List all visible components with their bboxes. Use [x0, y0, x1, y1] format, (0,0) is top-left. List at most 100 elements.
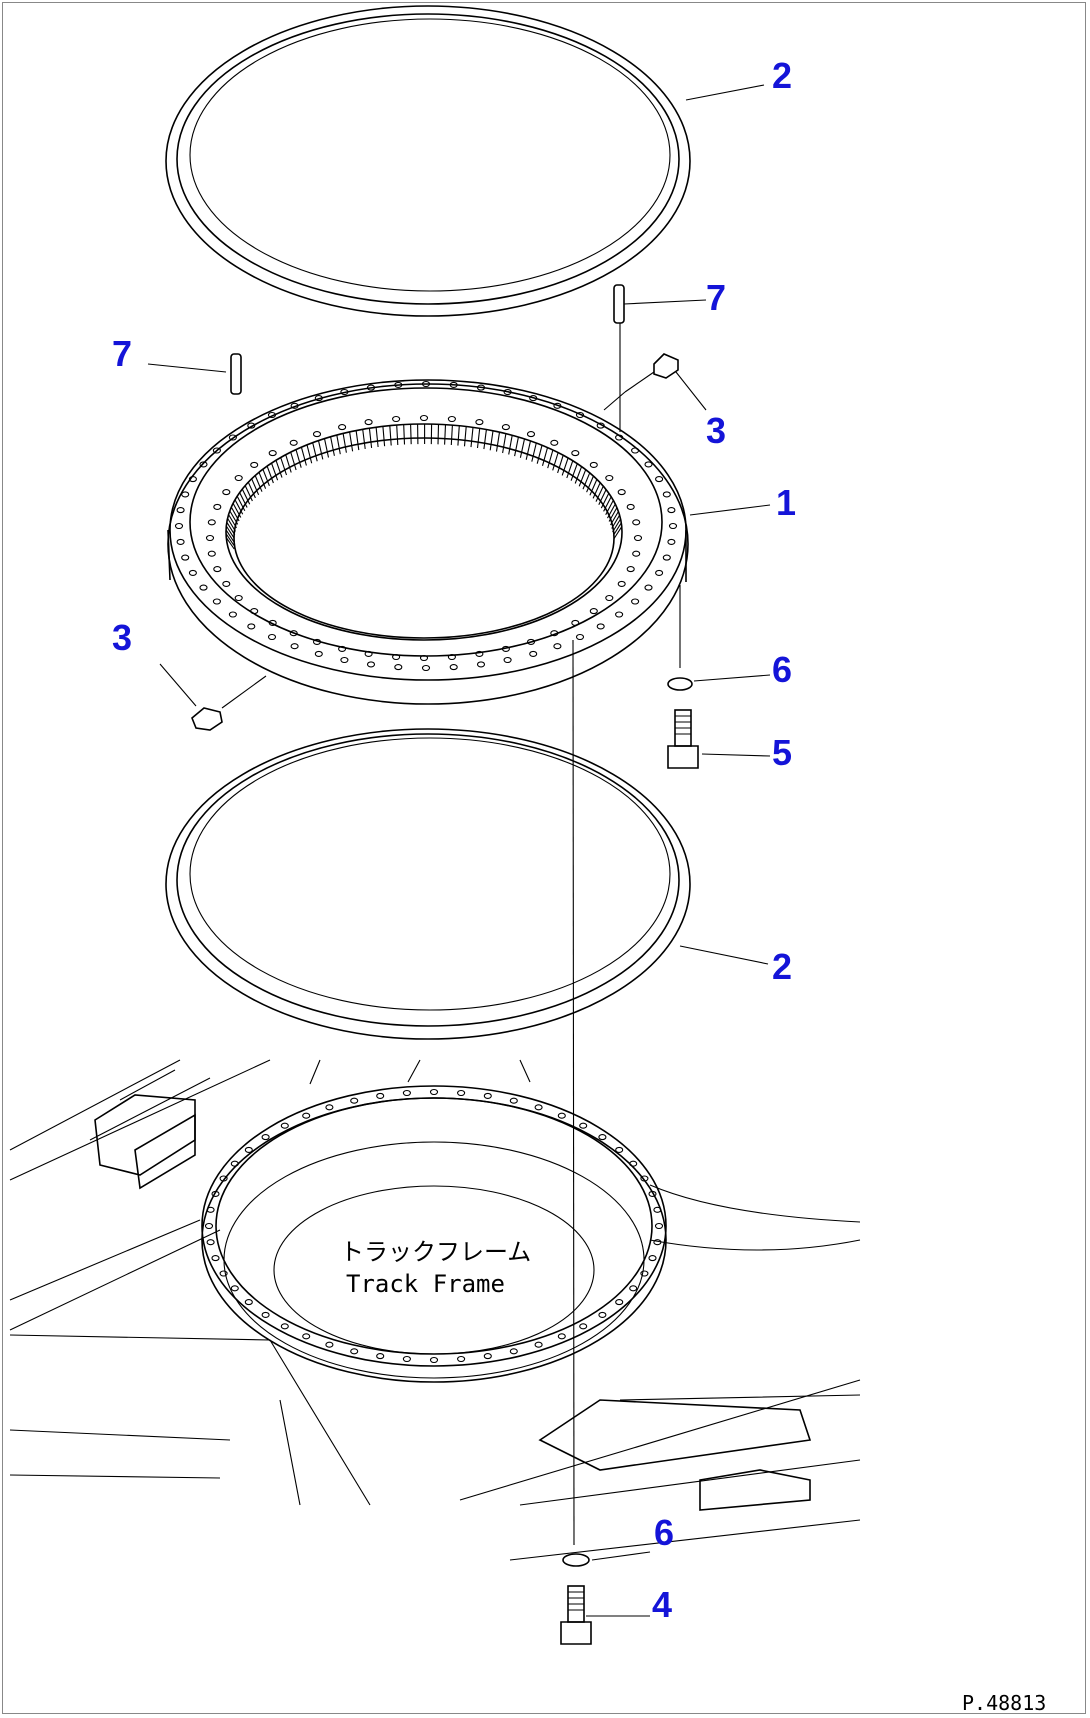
bolt-hole	[290, 402, 299, 409]
bolt-hole	[174, 522, 184, 530]
frame-bolt-hole	[653, 1206, 662, 1213]
gear-tooth	[514, 436, 519, 457]
gear-tooth	[444, 424, 447, 445]
gear-tooth	[586, 475, 594, 493]
gear-tooth	[607, 503, 616, 519]
gear-tooth	[476, 428, 481, 449]
bolt-hole	[392, 653, 401, 661]
gear-tooth	[547, 449, 554, 469]
gear-tooth	[312, 442, 318, 462]
bolt-hole	[268, 619, 277, 626]
gear-tooth	[611, 514, 621, 529]
gear-tooth	[375, 427, 379, 448]
gear-tooth	[495, 432, 501, 452]
bolt-hole	[250, 608, 259, 615]
callout-7-left: 7	[112, 333, 132, 374]
gear-tooth	[226, 521, 236, 536]
frame-bolt-hole	[648, 1190, 657, 1197]
frame-bolt-hole	[534, 1341, 543, 1348]
washer-upper	[667, 585, 693, 691]
bolt-hole	[199, 584, 208, 591]
gear-tooth	[463, 426, 467, 447]
bolt-hole	[615, 611, 624, 618]
gear-tooth	[300, 447, 307, 466]
seal-ring-lower	[165, 728, 691, 1040]
callout-6-upper: 6	[772, 649, 792, 690]
frame-bolt-hole	[483, 1092, 492, 1099]
frame-bolt-hole	[244, 1299, 253, 1306]
callout-2-upper: 2	[772, 55, 792, 96]
bolt-hole	[421, 664, 431, 672]
bolt-hole	[340, 656, 349, 664]
bolt-hole	[571, 450, 580, 457]
frame-bolt-hole	[244, 1146, 253, 1153]
bolt-hole	[667, 507, 676, 514]
bolt-hole	[176, 538, 185, 545]
bolt-hole	[575, 411, 585, 419]
gear-tooth	[317, 440, 324, 460]
gear-tooth	[396, 424, 399, 446]
bolt-hole	[626, 503, 635, 510]
frame-bolt-hole	[219, 1270, 228, 1277]
bolt-hole	[447, 653, 456, 661]
gear-tooth	[566, 460, 574, 479]
gear-tooth	[557, 455, 564, 474]
gear-tooth	[262, 468, 270, 487]
bolt-hole	[655, 569, 664, 576]
gear-tooth	[225, 529, 235, 543]
gear-tooth	[280, 457, 288, 476]
bolt-hole	[626, 566, 635, 573]
frame-bolt-hole	[534, 1104, 543, 1111]
bolt-hole	[589, 608, 598, 615]
bolt-hole	[475, 650, 484, 657]
frame-bolt-hole	[629, 1160, 638, 1167]
bolt-hole	[290, 643, 299, 650]
bolt-hole	[476, 384, 486, 391]
bolt-hole	[644, 584, 653, 591]
bolt-hole	[364, 419, 373, 426]
frame-bolt-hole	[579, 1122, 588, 1129]
frame-bolt-hole	[615, 1299, 624, 1306]
swing-circle-bearing	[167, 379, 689, 705]
bolt-upper	[667, 709, 699, 769]
bolt-hole	[340, 388, 349, 396]
frame-bolt-hole	[325, 1104, 334, 1111]
bolt-hole	[212, 598, 221, 605]
track-frame: トラックフレーム Track Frame	[9, 1059, 861, 1561]
gear-tooth	[225, 525, 235, 539]
bolt-hole	[632, 550, 641, 557]
bolt-hole	[205, 534, 215, 542]
frame-bolt-hole	[557, 1112, 566, 1119]
gear-tooth	[489, 430, 494, 451]
gear-tooth	[244, 485, 253, 502]
frame-bolt-hole	[206, 1239, 215, 1246]
gear-tooth	[525, 440, 532, 460]
bolt-hole	[449, 664, 458, 671]
gear-tooth	[578, 469, 587, 487]
bolt-hole	[228, 434, 237, 441]
center-line	[572, 639, 575, 1546]
gear-tooth	[519, 438, 526, 458]
bolt-hole	[550, 630, 559, 637]
bolt-hole	[419, 654, 429, 662]
gear-tooth	[323, 438, 330, 458]
bolt-hole	[571, 619, 580, 626]
track-frame-label-jp: トラックフレーム	[340, 1238, 531, 1266]
frame-bolt-hole	[350, 1348, 359, 1355]
frame-bolt-hole	[640, 1270, 649, 1277]
bolt-hole	[503, 656, 512, 664]
gear-tooth	[600, 492, 610, 509]
gear-tooth	[582, 472, 591, 490]
gear-tooth	[239, 492, 248, 508]
bolt-hole	[289, 439, 298, 446]
gear-tooth	[508, 435, 513, 455]
frame-bolt-hole	[402, 1089, 411, 1097]
bolt-hole	[447, 415, 456, 423]
gear-tooth	[285, 454, 292, 473]
bolt-hole	[212, 447, 221, 454]
bolt-hole	[633, 534, 643, 542]
bolt-hole	[501, 645, 510, 652]
callout-5: 5	[772, 732, 792, 773]
